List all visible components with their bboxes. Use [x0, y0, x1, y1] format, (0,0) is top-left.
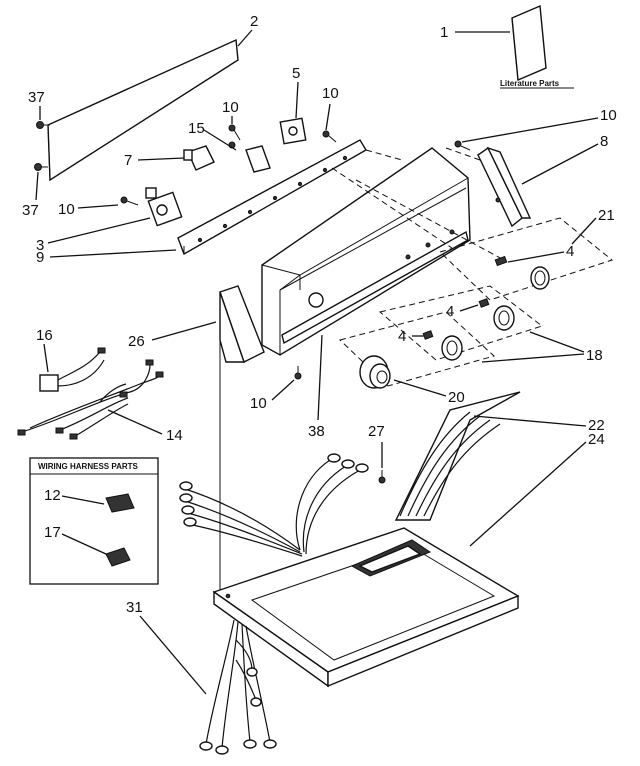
- callout-5: 5: [292, 65, 300, 82]
- callout-17: 17: [44, 524, 61, 541]
- screw-37-top[interactable]: [36, 121, 51, 129]
- callout-15: 15: [188, 120, 205, 137]
- callout-8: 8: [600, 133, 608, 150]
- screw-10-center[interactable]: [322, 130, 337, 143]
- console-end-cap-left[interactable]: [219, 285, 265, 363]
- callout-16: 16: [36, 327, 53, 344]
- wire-harness-31[interactable]: [199, 619, 277, 755]
- knob-18-upper[interactable]: [493, 305, 515, 331]
- callout-24: 24: [588, 431, 605, 448]
- switch-5[interactable]: [279, 117, 307, 145]
- callout-14: 14: [166, 427, 183, 444]
- wiring-harness-parts-title: WIRING HARNESS PARTS: [38, 462, 139, 471]
- callout-21: 21: [598, 207, 615, 224]
- wiring-harness-parts-box: [29, 457, 159, 585]
- callout-7: 7: [124, 152, 132, 169]
- wire-harness-22[interactable]: [394, 391, 521, 521]
- literature-parts-label: Literature Parts: [500, 79, 560, 88]
- callout-4-top: 4: [566, 243, 574, 260]
- console-end-cap-right[interactable]: [477, 146, 532, 228]
- callout-18: 18: [586, 347, 603, 364]
- callout-10-center: 10: [322, 85, 339, 102]
- knob-group-21-outline: [439, 217, 614, 301]
- callout-10-bottom: 10: [250, 395, 267, 412]
- timer[interactable]: [145, 187, 183, 227]
- callout-4-middle: 4: [446, 303, 454, 320]
- dryer-top-panel[interactable]: [212, 527, 520, 688]
- literature-parts-booklet[interactable]: [511, 4, 547, 82]
- screw-10-bottom[interactable]: [294, 366, 302, 380]
- timer-knob-20[interactable]: [359, 355, 391, 389]
- callout-1: 1: [440, 24, 448, 41]
- spring-clip-4-bottom[interactable]: [422, 330, 434, 340]
- callout-12: 12: [44, 487, 61, 504]
- wire-harness-14[interactable]: [17, 359, 164, 440]
- spring-clip-4-middle[interactable]: [478, 298, 490, 308]
- callout-2: 2: [250, 13, 258, 30]
- screw-10-endcap[interactable]: [454, 140, 471, 151]
- callout-31: 31: [126, 599, 143, 616]
- callout-9: 9: [36, 249, 44, 266]
- knob-18-lower[interactable]: [441, 335, 463, 361]
- switch-7[interactable]: [183, 145, 215, 171]
- callout-38: 38: [308, 423, 325, 440]
- screw-10-timer[interactable]: [120, 196, 139, 206]
- callout-3: 3: [36, 237, 44, 254]
- callout-10-right: 10: [600, 107, 617, 124]
- knob-group-18-outline: [378, 285, 544, 361]
- spring-clip-4-top[interactable]: [494, 255, 508, 267]
- knob-21[interactable]: [530, 266, 550, 290]
- console-trim-strip[interactable]: [281, 230, 469, 345]
- terminal-12[interactable]: [105, 493, 135, 513]
- callout-22: 22: [588, 417, 605, 434]
- callout-37-bottom: 37: [22, 202, 39, 219]
- callout-37-top: 37: [28, 89, 45, 106]
- console-rear-panel[interactable]: [47, 38, 239, 182]
- screw-27[interactable]: [378, 470, 386, 484]
- screw-10-switch[interactable]: [228, 124, 241, 141]
- callout-26: 26: [128, 333, 145, 350]
- callout-20: 20: [448, 389, 465, 406]
- switch-15[interactable]: [228, 141, 271, 173]
- screw-37-bottom[interactable]: [34, 163, 49, 171]
- callout-10-switch: 10: [222, 99, 239, 116]
- callout-4-bottom: 4: [398, 328, 406, 345]
- main-wire-harness[interactable]: [179, 453, 369, 557]
- connector-16[interactable]: [39, 347, 106, 392]
- callout-10-left: 10: [58, 201, 75, 218]
- callout-27: 27: [368, 423, 385, 440]
- terminal-17[interactable]: [105, 547, 131, 567]
